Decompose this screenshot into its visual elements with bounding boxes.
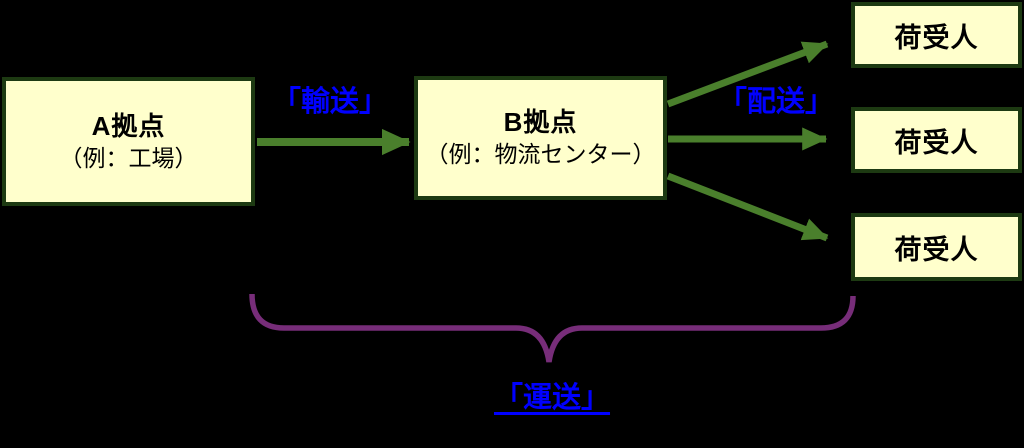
consignee-label: 荷受人	[894, 127, 979, 158]
transport-label: 「輸送」	[271, 86, 389, 118]
point-a-subtitle: （例：工場）	[59, 144, 198, 171]
delivery-label: 「配送」	[717, 86, 835, 118]
consignee-label: 荷受人	[894, 234, 979, 265]
point-b-subtitle: （例：物流センター）	[425, 141, 656, 167]
node-consignee-1: 荷受人	[851, 2, 1022, 68]
point-b-title: B拠点	[503, 107, 578, 137]
consignee-label: 荷受人	[894, 22, 979, 53]
carriage-brace	[249, 293, 856, 363]
point-a-title: A拠点	[91, 110, 166, 141]
delivery-arrow-bottom	[666, 172, 829, 242]
node-consignee-2: 荷受人	[851, 107, 1022, 173]
node-consignee-3: 荷受人	[851, 213, 1022, 281]
node-point-b: B拠点 （例：物流センター）	[414, 76, 667, 200]
carriage-label: 「運送」	[493, 382, 611, 414]
node-point-a: A拠点 （例：工場）	[2, 77, 255, 206]
